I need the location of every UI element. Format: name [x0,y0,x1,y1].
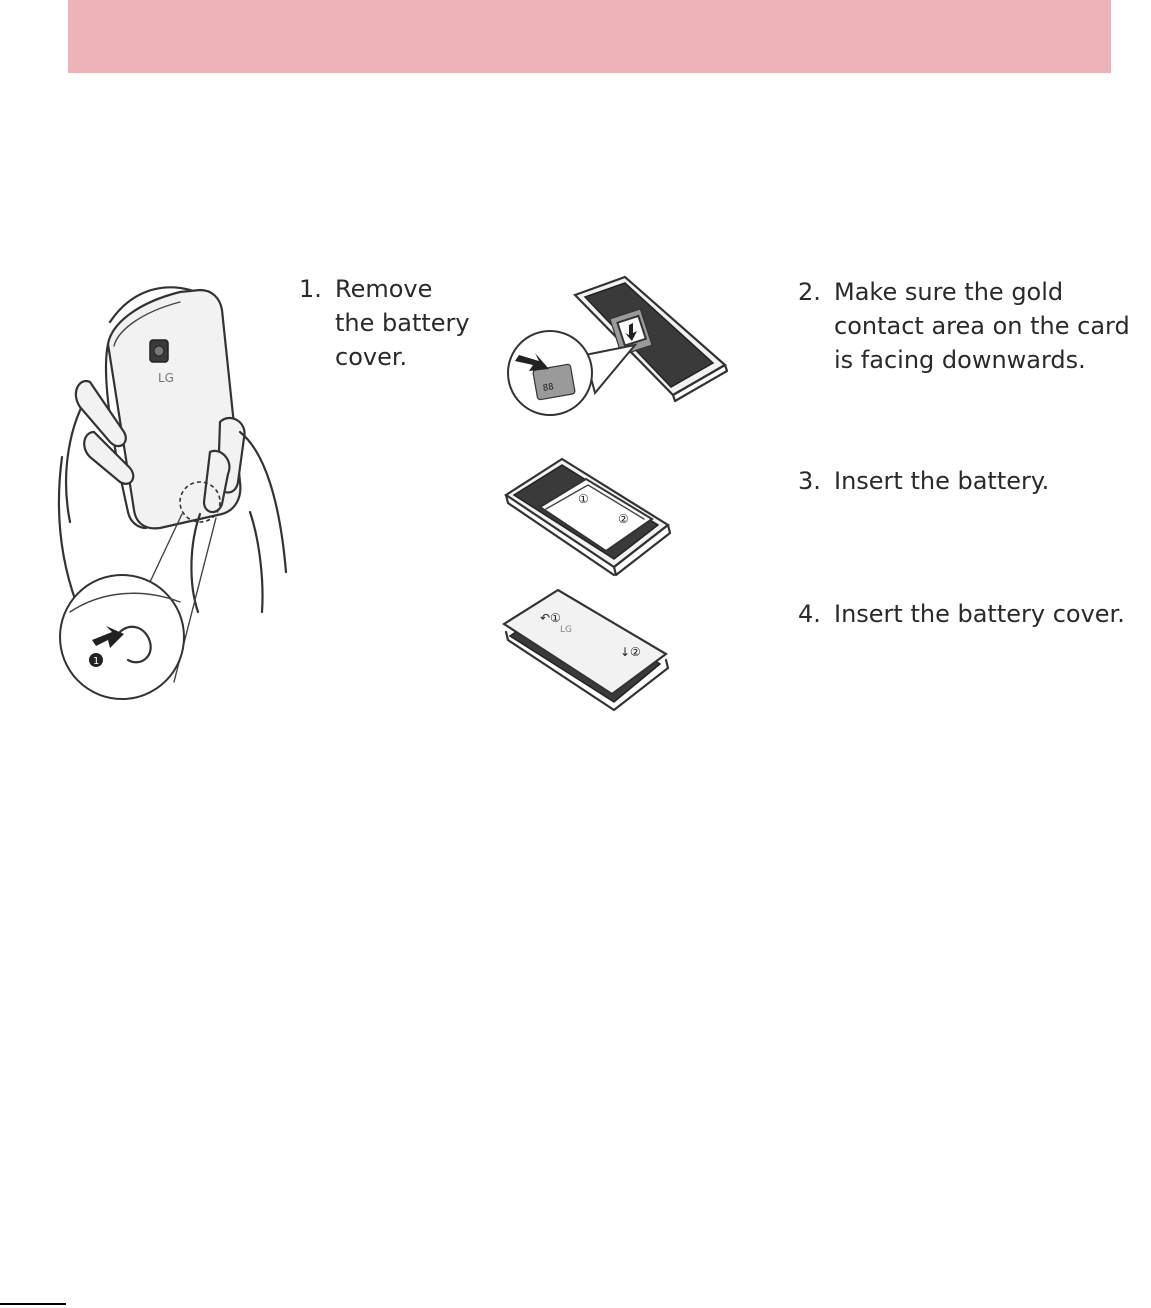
step-text: Remove the battery cover. [335,272,470,374]
header-band [68,0,1111,73]
svg-text:②: ② [618,512,629,526]
svg-text:1: 1 [93,656,99,667]
svg-text:↶①: ↶① [540,611,561,625]
svg-text:①: ① [578,492,589,506]
phone-logo: LG [158,371,174,385]
step-text: Make sure the gold contact area on the c… [834,275,1130,377]
sim-insert-illustration: 88 [505,275,730,420]
cover-insert-illustration: ↶① LG ↓② [500,588,672,713]
svg-text:↓②: ↓② [620,645,641,659]
step-3: 3.Insert the battery. [798,464,1049,498]
step-number: 1. [299,272,335,306]
svg-text:88: 88 [542,382,554,394]
step-number: 3. [798,464,834,498]
footer-rule [0,1303,66,1305]
step-number: 2. [798,275,834,309]
step-4: 4.Insert the battery cover. [798,597,1125,631]
step-number: 4. [798,597,834,631]
step-text: Insert the battery cover. [834,597,1125,631]
step-1: 1.Remove the battery cover. [299,272,470,374]
cover-logo: LG [560,625,572,635]
step-text: Insert the battery. [834,464,1049,498]
remove-cover-illustration: LG 1 [50,282,295,707]
step-2: 2.Make sure the gold contact area on the… [798,275,1130,377]
battery-insert-illustration: ① ② [502,455,672,580]
